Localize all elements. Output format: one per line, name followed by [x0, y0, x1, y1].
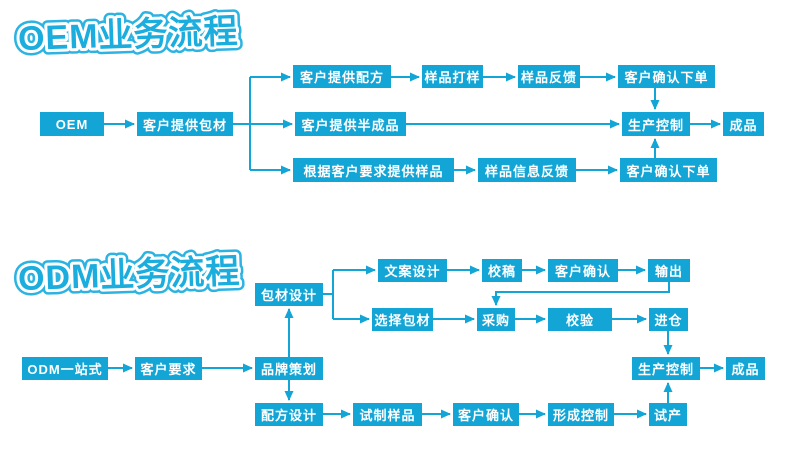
flow-node-sample-on-request: 根据客户要求提供样品	[293, 158, 454, 182]
flow-node-proofreading: 校稿	[482, 259, 522, 282]
connector	[491, 282, 670, 306]
flow-node-packaging-design: 包材设计	[255, 283, 323, 306]
svg-text:OEM业务流程: OEM业务流程	[17, 12, 239, 58]
flow-node-forming-control: 形成控制	[548, 403, 614, 426]
flow-node-oem-start: OEM	[40, 112, 104, 136]
flow-node-output: 输出	[648, 259, 690, 282]
flow-node-trial-samples: 试制样品	[353, 403, 422, 426]
flow-node-production-control-odm: 生产控制	[632, 357, 700, 380]
svg-text:ODM业务流程: ODM业务流程	[17, 252, 241, 298]
flow-node-order-confirm-bottom: 客户确认下单	[620, 158, 717, 182]
flow-node-formula-design: 配方设计	[255, 403, 323, 426]
oem-section-title: OEM业务流程 OEM业务流程 OEM业务流程	[12, 7, 245, 64]
flow-node-order-confirm-top: 客户确认下单	[618, 65, 715, 88]
flow-node-finished-product: 成品	[723, 112, 764, 136]
flow-node-verification: 校验	[548, 308, 612, 331]
flow-node-customer-packaging: 客户提供包材	[137, 112, 233, 136]
flow-node-sample-proofing: 样品打样	[422, 65, 483, 88]
flow-node-semi-finished: 客户提供半成品	[295, 112, 406, 136]
flow-node-copy-design: 文案设计	[378, 259, 447, 282]
flow-node-odm-start: ODM一站式	[22, 357, 108, 380]
flow-node-production-control: 生产控制	[622, 112, 690, 136]
flow-node-brand-planning: 品牌策划	[255, 357, 323, 380]
flow-node-warehousing: 进仓	[649, 308, 688, 331]
flow-node-trial-production: 试产	[649, 403, 687, 426]
flow-node-sample-info-feedback: 样品信息反馈	[478, 158, 576, 182]
flow-node-customer-requirements: 客户要求	[135, 357, 202, 380]
flow-node-finished-product-odm: 成品	[726, 357, 765, 380]
flow-node-customer-formula: 客户提供配方	[293, 65, 391, 88]
flow-node-select-packaging: 选择包材	[372, 308, 433, 331]
flow-node-customer-confirm-top: 客户确认	[548, 259, 618, 282]
odm-section-title: ODM业务流程 ODM业务流程 ODM业务流程	[12, 247, 247, 304]
flow-node-customer-confirm-bottom: 客户确认	[453, 403, 519, 426]
flow-node-procurement: 采购	[477, 308, 515, 331]
flow-node-sample-feedback: 样品反馈	[518, 65, 580, 88]
